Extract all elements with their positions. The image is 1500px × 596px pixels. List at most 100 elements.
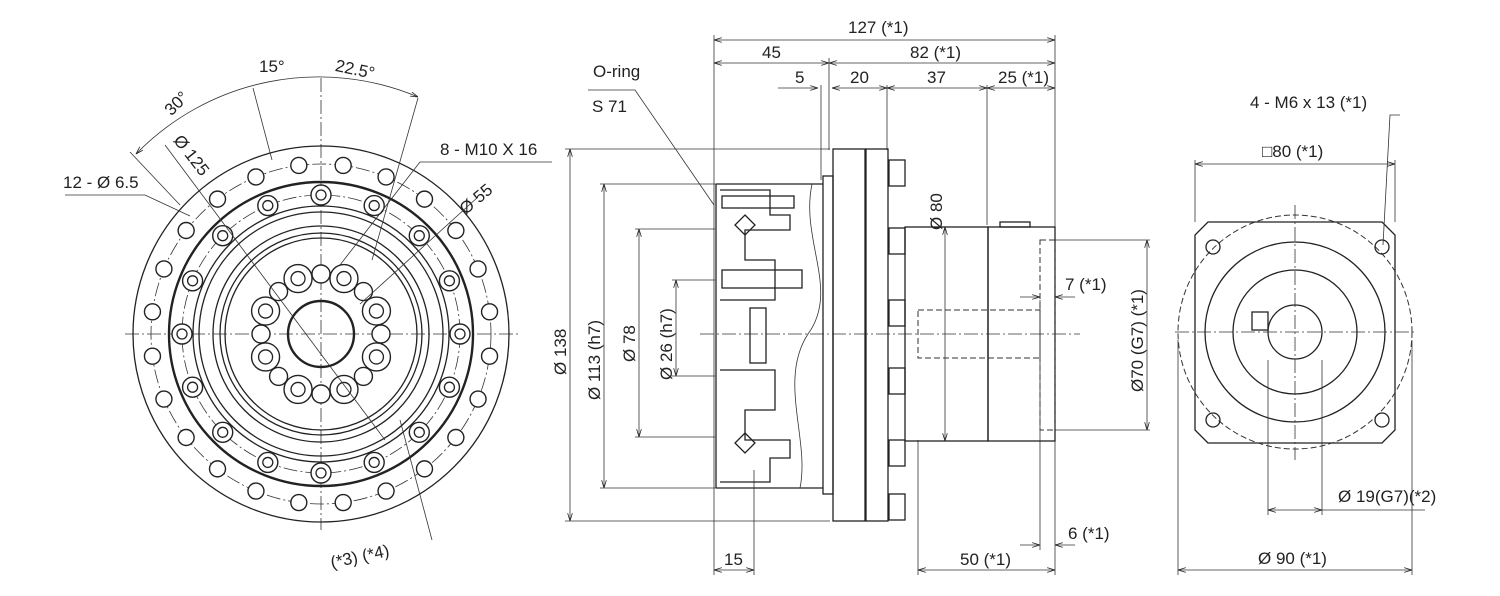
- outer-hole: [177, 221, 195, 240]
- tapped-hole-inner: [186, 275, 199, 287]
- tapped-hole-inner: [217, 230, 229, 242]
- outer-bolt-circle: [150, 163, 492, 505]
- outer-hole: [480, 347, 499, 365]
- tapped-hole: [212, 225, 234, 247]
- tapped-hole-inner: [315, 189, 327, 201]
- square-flange: [1194, 221, 1396, 444]
- large-hole-inner: [257, 303, 274, 319]
- overall-length-label: 127 (*1): [848, 18, 908, 37]
- dia-90-label: Ø 90 (*1): [1258, 549, 1327, 568]
- flange-plate: [832, 148, 866, 522]
- tapped-hole-inner: [443, 381, 456, 393]
- ring-circle: [219, 232, 423, 436]
- tapped-hole: [257, 194, 279, 217]
- small-hole: [371, 324, 391, 344]
- dia-138-label: Ø 138: [551, 329, 570, 375]
- reducer-body: [715, 183, 823, 489]
- large-hole: [329, 263, 359, 294]
- oring-size-label: S 71: [592, 97, 627, 116]
- tapped-hole-inner: [368, 456, 380, 469]
- outer-hole: [247, 168, 265, 186]
- bolt-head: [888, 299, 906, 327]
- leader-line: [399, 419, 433, 541]
- large-hole-inner: [290, 381, 306, 398]
- outer-hole: [415, 190, 434, 208]
- outer-hole: [334, 156, 352, 175]
- outer-hole: [155, 390, 173, 408]
- large-hole: [361, 342, 392, 372]
- tapped-hole: [449, 323, 471, 345]
- pcd-125-label: Ø 125: [170, 131, 213, 179]
- center-bore: [286, 299, 356, 369]
- bolt: [721, 269, 803, 289]
- break-line: [794, 183, 822, 489]
- tapped-hole-inner: [413, 426, 425, 438]
- ring-circle: [192, 205, 450, 463]
- angle-15-label: 15°: [259, 57, 285, 76]
- len-37-label: 37: [927, 68, 946, 87]
- tapped-hole: [408, 421, 430, 443]
- outer-hole: [447, 428, 465, 447]
- internal-section: [720, 189, 791, 483]
- front-view: 30° 15° 22.5° 12 - Ø 6.5 Ø 125 8 - M10 X…: [63, 56, 552, 572]
- oring-label: O-ring: [593, 62, 640, 81]
- extension-lines: [1177, 160, 1413, 575]
- outer-hole: [447, 221, 465, 240]
- leader-line: [339, 161, 552, 266]
- ring-circle: [198, 211, 444, 457]
- small-hole: [353, 281, 374, 302]
- side-view: 127 (*1) 45 82 (*1) 5 20 37 25 (*1): [551, 18, 1150, 575]
- large-hole-inner: [257, 349, 274, 365]
- tapped-hole: [310, 462, 332, 484]
- mounting-hole: [1374, 412, 1390, 428]
- extension-line: [252, 87, 273, 161]
- bolt-head: [888, 367, 906, 395]
- small-hole: [268, 366, 289, 387]
- tapped-hole: [171, 323, 193, 345]
- bolt-head: [888, 227, 906, 255]
- tapped-hole-inner: [443, 275, 456, 287]
- len-15-label: 15: [724, 550, 743, 569]
- outer-hole: [377, 168, 395, 186]
- small-hole: [251, 324, 271, 344]
- len-5-label: 5: [795, 68, 804, 87]
- tapped-hole: [363, 451, 385, 474]
- holes-group: [143, 156, 499, 512]
- bolt-head: [888, 493, 906, 521]
- len-20-label: 20: [850, 68, 869, 87]
- bore-label: Ø 19(G7)(*2): [1338, 487, 1436, 506]
- bolt-head: [888, 159, 906, 187]
- tapped-hole: [212, 421, 234, 443]
- bolt-head: [888, 439, 906, 467]
- outer-hole: [377, 482, 395, 500]
- outer-hole: [247, 482, 265, 500]
- tapped-hole: [310, 184, 332, 206]
- len-7-label: 7 (*1): [1065, 275, 1107, 294]
- dia-78-label: Ø 78: [620, 325, 639, 362]
- mounting-hole: [1374, 239, 1390, 255]
- oring-leader: [588, 89, 715, 206]
- tapped-holes-label: 8 - M10 X 16: [440, 140, 537, 159]
- angle-22-5-label: 22.5°: [334, 56, 377, 83]
- large-hole-inner: [368, 349, 385, 365]
- outer-hole: [208, 460, 227, 478]
- small-hole: [311, 264, 331, 284]
- outer-hole: [334, 493, 352, 512]
- outer-hole: [155, 260, 173, 278]
- outer-hole: [143, 347, 162, 365]
- tapped-hole: [438, 270, 461, 292]
- tapped-hole-inner: [262, 199, 274, 212]
- clamp-slot: [1251, 311, 1269, 331]
- tapped-hole: [408, 225, 430, 247]
- flange-plate: [865, 148, 889, 522]
- tapped-hole: [438, 376, 461, 398]
- outer-hole: [208, 190, 227, 208]
- housing-circle: [167, 180, 475, 488]
- tapped-hole-inner: [262, 456, 274, 469]
- angle-arc: [136, 76, 418, 154]
- large-hole: [283, 374, 313, 405]
- angle-30-label: 30°: [161, 88, 193, 120]
- dia-26-label: Ø 26 (h7): [657, 308, 676, 380]
- tapped-hole-inner: [315, 467, 327, 479]
- small-hole: [311, 384, 331, 404]
